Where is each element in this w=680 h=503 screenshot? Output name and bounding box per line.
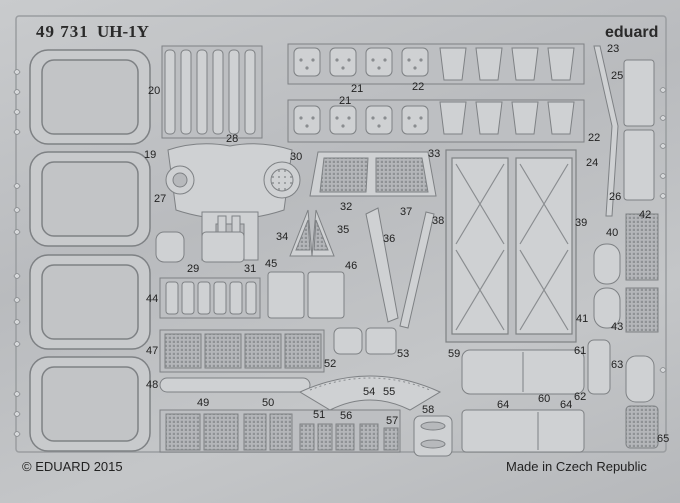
part-label: 64 [497, 399, 510, 411]
part-label: 51 [313, 409, 326, 421]
part-label: 26 [609, 191, 622, 203]
part-label: 35 [337, 224, 350, 236]
part-label: 56 [340, 410, 353, 422]
parts-40-43 [593, 213, 659, 333]
part-48-strip [159, 377, 311, 393]
parts-34-35 [289, 209, 335, 257]
bottom-grilles [159, 409, 401, 453]
part-label: 20 [148, 85, 161, 97]
part-label: 58 [422, 404, 435, 416]
part-label: 55 [383, 386, 396, 398]
part-label: 29 [187, 263, 200, 275]
part-label: 32 [340, 201, 353, 213]
part-label: 40 [606, 227, 619, 239]
part-label: 65 [657, 433, 670, 445]
part-label: 50 [262, 397, 275, 409]
kit-code: 49 731 [36, 22, 89, 41]
part-label: 37 [400, 206, 413, 218]
part-label: 44 [146, 293, 159, 305]
parts-23-26 [593, 45, 655, 217]
part-label: 42 [639, 209, 652, 221]
parts-54-55-arch [298, 375, 442, 411]
part-label: 46 [345, 260, 358, 272]
part-label: 28 [226, 133, 239, 145]
kit-model: UH-1Y [97, 22, 149, 41]
copyright-notice: © EDUARD 2015 [22, 459, 123, 474]
part-label: 22 [588, 132, 601, 144]
parts-29-31 [155, 231, 245, 263]
part-label: 36 [383, 233, 396, 245]
part-label: 61 [574, 345, 587, 357]
part-label: 38 [432, 215, 445, 227]
part-label: 47 [146, 345, 159, 357]
part-label: 62 [574, 391, 587, 403]
part-label: 30 [290, 151, 303, 163]
part-label: 25 [611, 70, 624, 82]
parts-21-22-plates [287, 43, 585, 143]
parts-61-65 [587, 339, 659, 449]
part-label: 21 [351, 83, 364, 95]
part-label: 33 [428, 148, 441, 160]
part-label: 39 [575, 217, 588, 229]
part-label: 43 [611, 321, 624, 333]
parts-32-33 [309, 151, 437, 197]
part-label: 49 [197, 397, 210, 409]
parts-58-64 [413, 349, 585, 457]
part-label: 63 [611, 359, 624, 371]
part-label: 52 [324, 358, 337, 370]
part-label: 23 [607, 43, 620, 55]
part-label: 57 [386, 415, 399, 427]
parts-45-53 [267, 271, 397, 355]
part-label: 24 [586, 157, 599, 169]
part-44-row [159, 277, 261, 319]
part-47-mesh [159, 329, 325, 373]
sprue-markers [13, 69, 667, 437]
part-label: 21 [339, 95, 352, 107]
part-label: 53 [397, 348, 410, 360]
parts-36-37 [365, 207, 435, 329]
part-label: 45 [265, 258, 278, 270]
part-20-strips [161, 45, 263, 139]
part-label: 60 [538, 393, 551, 405]
part-label: 19 [144, 149, 157, 161]
parts-38-39-frames [445, 149, 577, 343]
brand-logo-text: eduard [605, 24, 659, 41]
part-label: 31 [244, 263, 257, 275]
part-label: 48 [146, 379, 159, 391]
origin-notice: Made in Czech Republic [506, 459, 647, 474]
part-label: 59 [448, 348, 461, 360]
part-label: 54 [363, 386, 376, 398]
rivet-holes [299, 58, 423, 128]
part-label: 22 [412, 81, 425, 93]
part-label: 34 [276, 231, 289, 243]
part-label: 27 [154, 193, 167, 205]
window-frames [29, 49, 151, 452]
part-label: 64 [560, 399, 573, 411]
part-label: 41 [576, 313, 589, 325]
